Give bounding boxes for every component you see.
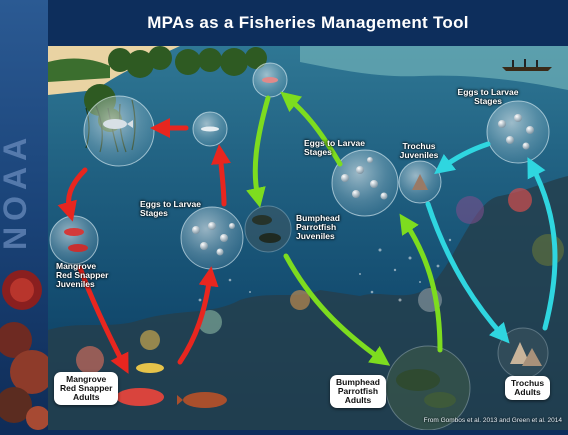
- bubble-larva-left: [192, 111, 228, 147]
- bubble-parrotfish-adults: [385, 345, 471, 431]
- bubble-eggs-middle: [331, 149, 399, 217]
- red-snapper-cycle-arrows: [57, 118, 231, 374]
- label-trochus-adults: Trochus Adults: [511, 378, 545, 397]
- shallow-lagoon: [300, 46, 568, 90]
- citation: From Gombos et al. 2013 and Green et al.…: [423, 417, 562, 424]
- label-trochus-juveniles: Trochus Juveniles: [399, 141, 439, 160]
- bubble-eggs-left: [180, 206, 244, 270]
- trochus-cycle-arrows: [425, 141, 558, 344]
- bubble-trochus-adults: [497, 327, 549, 379]
- bubble-red-snapper-juveniles: [49, 215, 99, 265]
- title-bar: MPAs as a Fisheries Management Tool: [48, 0, 568, 46]
- label-eggs-larvae-middle: Eggs to Larvae Stages: [304, 138, 365, 157]
- label-eggs-larvae-right: Eggs to Larvae Stages: [457, 87, 519, 106]
- bubble-trochus-juveniles: [398, 160, 442, 204]
- badge-red-snapper-adults: Mangrove Red Snapper Adults: [54, 372, 119, 405]
- vegetation: [48, 58, 110, 82]
- canoe: [502, 59, 552, 71]
- bubble-eggs-right: [486, 100, 550, 164]
- sidebar-logo-text: NOAA: [0, 132, 33, 250]
- label-parrotfish-adults: Bumphead Parrotfish Adults: [336, 377, 380, 405]
- parrotfish-cycle-arrows: [246, 91, 443, 366]
- badge-trochus-adults: Trochus Adults: [505, 376, 551, 400]
- page-title: MPAs as a Fisheries Management Tool: [147, 13, 469, 32]
- coral-decoration: [0, 270, 54, 430]
- label-eggs-larvae-left: Eggs to Larvae Stages: [140, 199, 201, 218]
- title-band: [48, 0, 568, 46]
- bubble-larva-top: [252, 62, 288, 98]
- label-parrotfish-juveniles: Bumphead Parrotfish Juveniles: [296, 213, 340, 241]
- sidebar-logo: NOAA: [0, 132, 33, 250]
- spawning-particles: [198, 238, 452, 302]
- bubble-parrotfish-juveniles: [244, 205, 292, 253]
- label-red-snapper-adults: Mangrove Red Snapper Adults: [60, 374, 113, 402]
- bubble-red-snapper-adults: [109, 363, 227, 408]
- label-red-snapper-juveniles: Mangrove Red Snapper Juveniles: [56, 261, 109, 289]
- badge-parrotfish-adults: Bumphead Parrotfish Adults: [330, 375, 386, 408]
- bubble-mangrove-adult-habitat: [83, 95, 155, 167]
